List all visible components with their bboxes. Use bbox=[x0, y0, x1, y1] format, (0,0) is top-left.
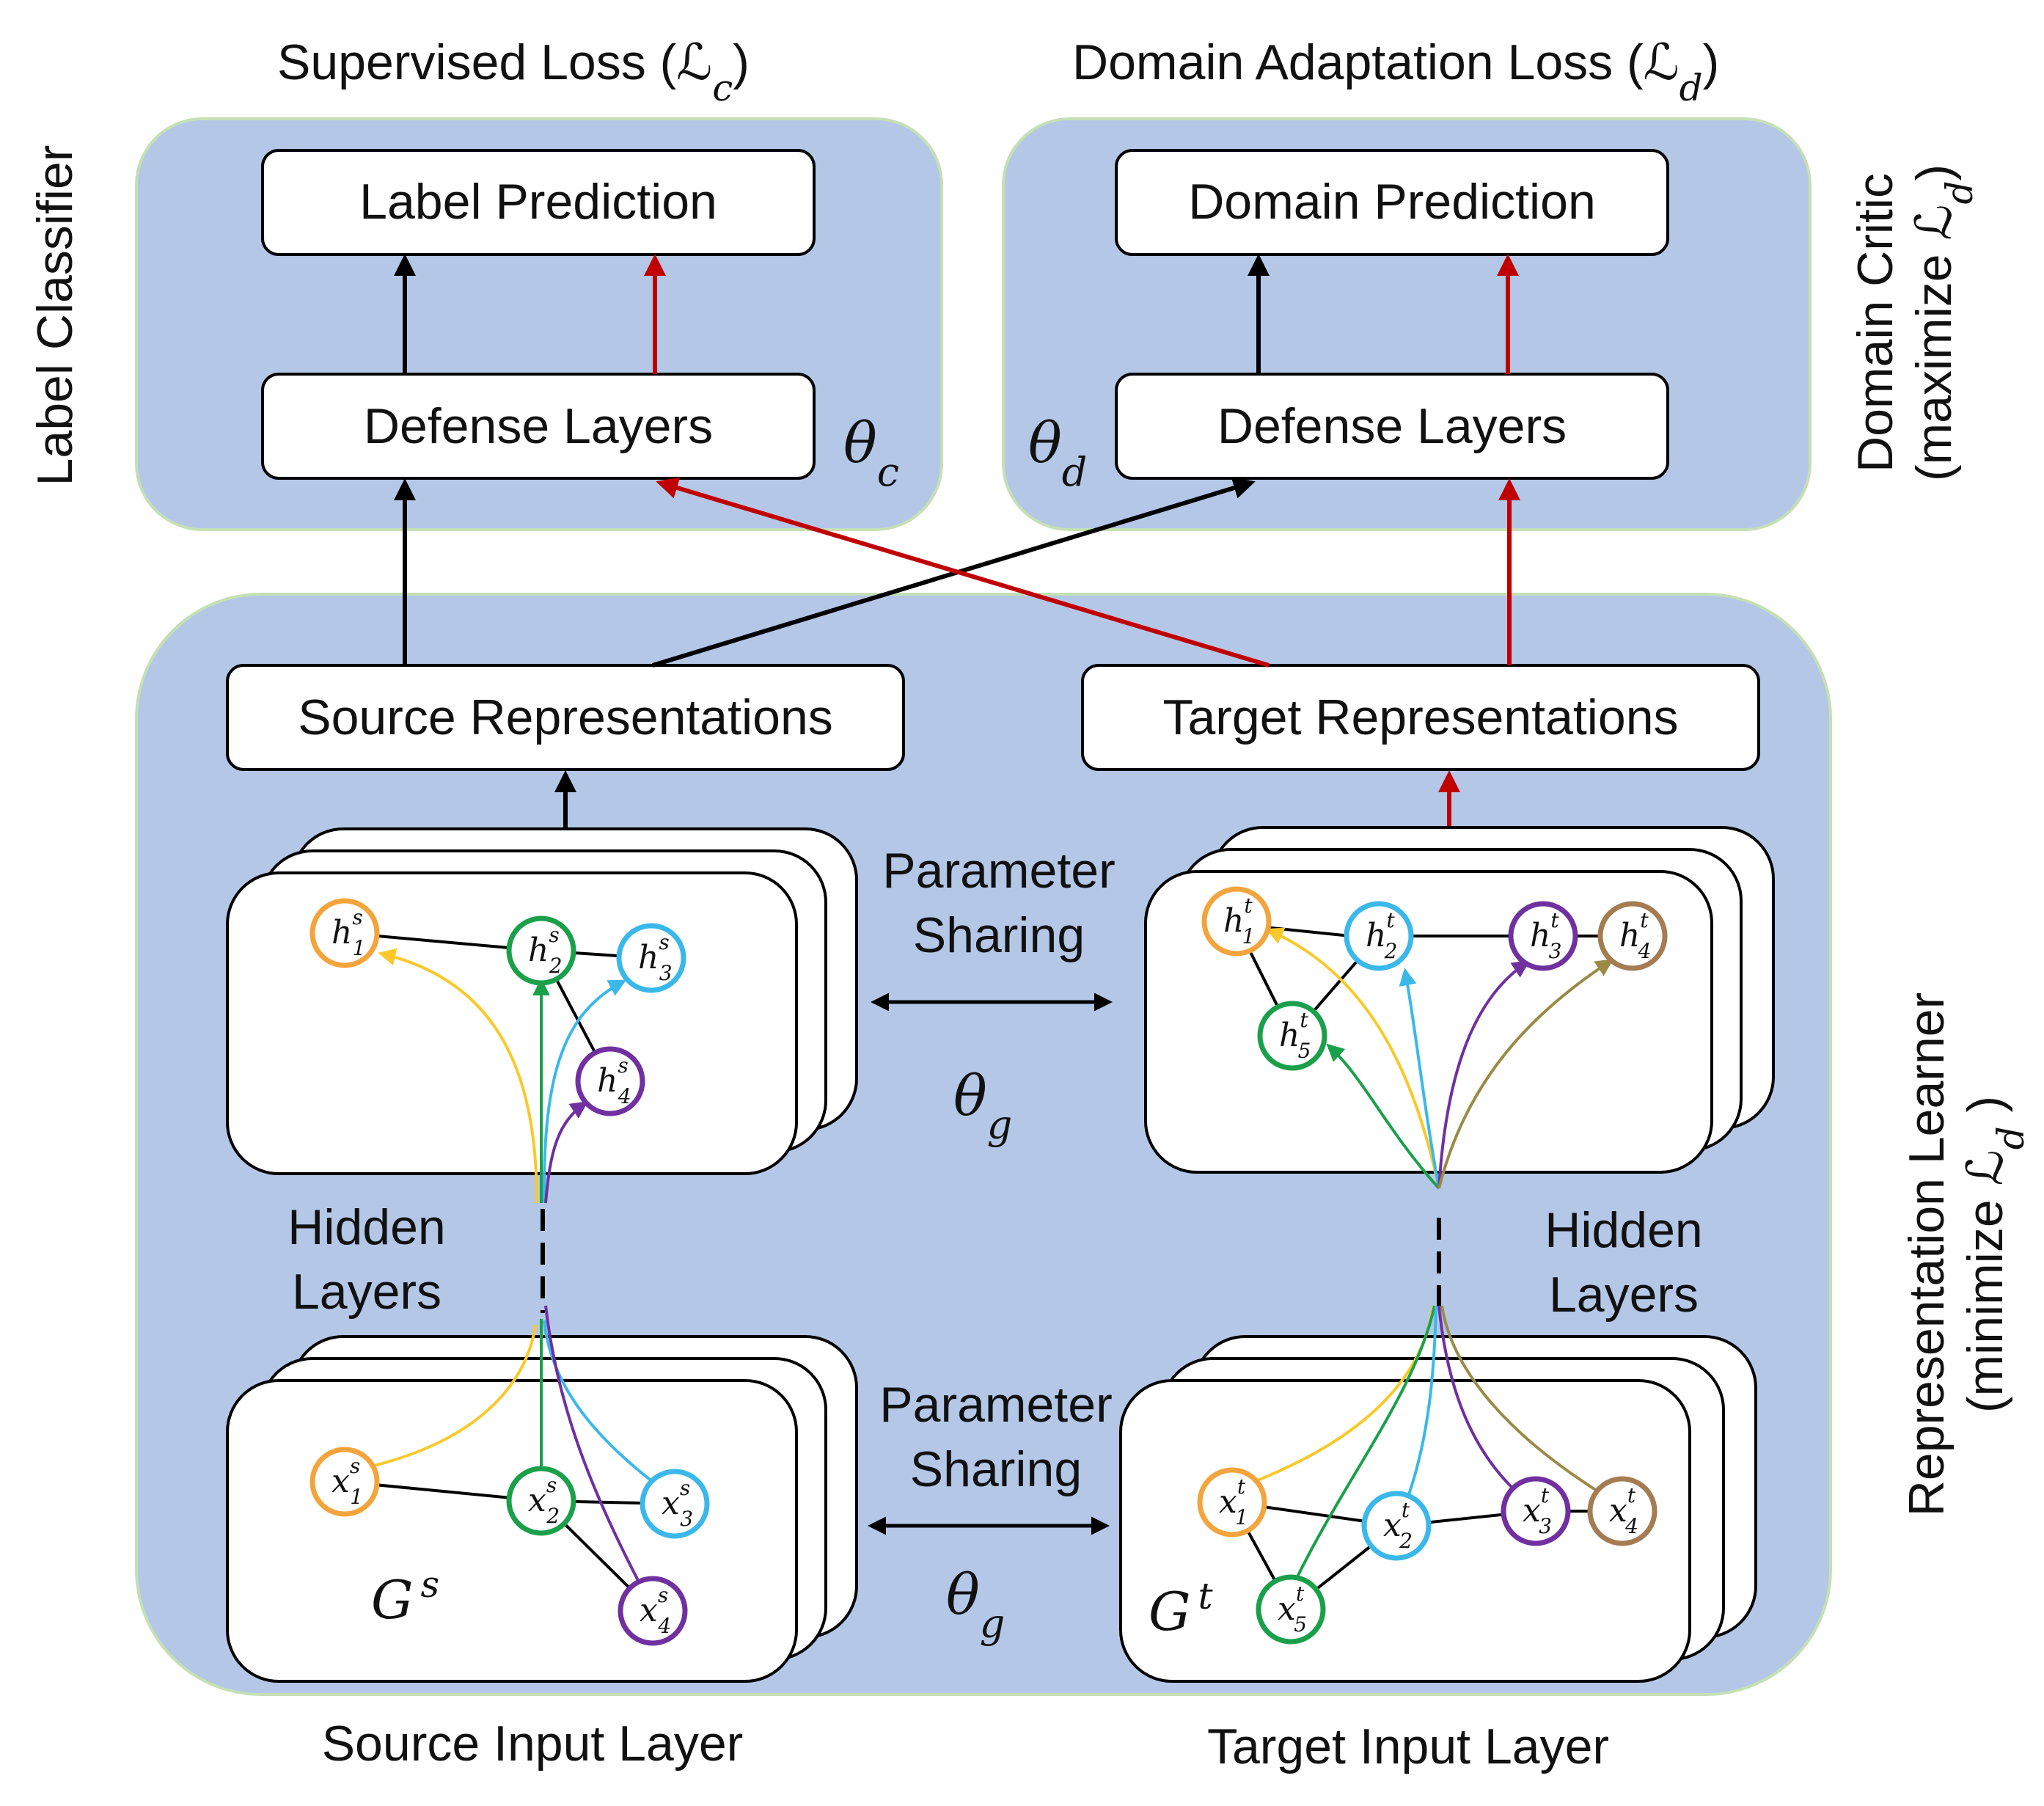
label-prediction-box: Label Prediction bbox=[261, 149, 816, 256]
source-input-layer-label: Source Input Layer bbox=[322, 1716, 744, 1772]
theta-g-top-label: θg bbox=[953, 1063, 1012, 1148]
parameter-sharing-top-line1: Parameter bbox=[882, 843, 1115, 899]
parameter-sharing-top-line2: Sharing bbox=[913, 907, 1085, 963]
parameter-sharing-bottom-line1: Parameter bbox=[879, 1377, 1112, 1433]
domain-prediction-text: Domain Prediction bbox=[1188, 174, 1596, 230]
source-representations-box: Source Representations bbox=[226, 664, 905, 771]
domain-critic-side-label: Domain Critic bbox=[1847, 173, 1903, 472]
label-prediction-text: Label Prediction bbox=[359, 174, 717, 230]
arrow-source-rep-to-right-defense bbox=[652, 477, 1256, 668]
source-representations-text: Source Representations bbox=[298, 690, 833, 745]
representation-learner-side-label: Representation Learner bbox=[1899, 992, 1955, 1516]
target-representations-box: Target Representations bbox=[1081, 664, 1760, 771]
theta-d-label: θd bbox=[1028, 410, 1087, 495]
domain-prediction-box: Domain Prediction bbox=[1115, 149, 1669, 256]
hidden-layers-left-line2: Layers bbox=[292, 1264, 442, 1320]
representation-learner-minimize-label: (minimize ℒd ) bbox=[1957, 1096, 2032, 1413]
defense-layers-left-box: Defense Layers bbox=[261, 373, 816, 480]
supervised-loss-title: Supervised Loss (ℒc) bbox=[277, 34, 750, 109]
theta-g-bottom-label: θg bbox=[946, 1562, 1005, 1647]
theta-c-label: θc bbox=[843, 410, 899, 495]
hidden-layers-right-line1: Hidden bbox=[1545, 1202, 1703, 1258]
target-hidden-stack bbox=[1144, 826, 1775, 1174]
label-classifier-side-label: Label Classifier bbox=[27, 145, 83, 486]
domain-adaptation-loss-title: Domain Adaptation Loss (ℒd) bbox=[1072, 34, 1719, 109]
domain-critic-maximize-label: (maximize ℒd) bbox=[1906, 164, 1981, 481]
target-input-layer-label: Target Input Layer bbox=[1207, 1719, 1609, 1774]
defense-layers-right-text: Defense Layers bbox=[1217, 398, 1567, 454]
defense-layers-left-text: Defense Layers bbox=[364, 398, 713, 454]
hidden-layers-left-line1: Hidden bbox=[287, 1199, 446, 1255]
parameter-sharing-bottom-line2: Sharing bbox=[910, 1441, 1082, 1497]
defense-layers-right-box: Defense Layers bbox=[1115, 373, 1669, 480]
arrow-target-rep-to-left-defense bbox=[656, 477, 1270, 668]
hidden-layers-right-line2: Layers bbox=[1549, 1267, 1699, 1323]
target-representations-text: Target Representations bbox=[1162, 690, 1678, 745]
